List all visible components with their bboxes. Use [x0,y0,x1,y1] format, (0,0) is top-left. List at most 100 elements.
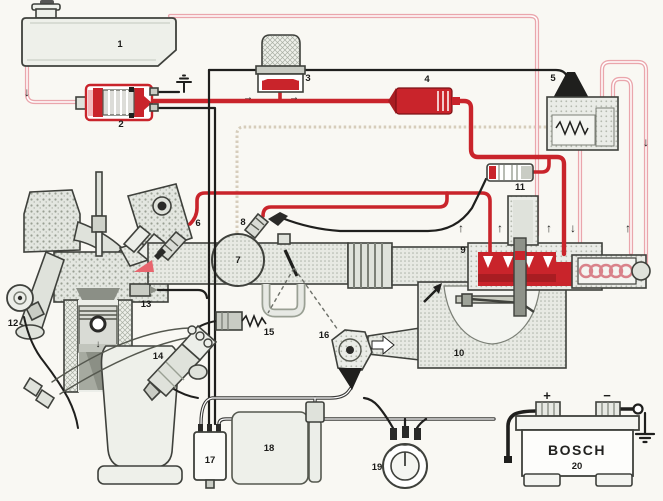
pump-cap-right [134,88,144,117]
fuel-supply-lines [151,88,567,257]
filler-neck [35,8,57,19]
label-17: 17 [205,455,216,466]
air-horn-duct [391,246,471,286]
cap-boot-1 [187,325,197,335]
battery-positive-sign: + [543,388,551,403]
ht-leads [51,327,199,395]
valve-end [521,166,532,179]
regulator-spring [555,120,589,136]
counterweight [461,293,473,307]
battery: BOSCH + − [515,388,640,487]
label-2: 2 [118,119,123,130]
up-arrow-icon: ↑ [458,221,464,235]
bellhousing-flange [97,465,183,485]
up-arrow-icon: ↑ [497,221,503,235]
pump-chamber [88,90,93,116]
relay-prong-1 [198,424,203,432]
switch-wires [362,396,428,430]
electrical-wiring [23,68,656,463]
spark-plug-insulator [95,171,103,217]
label-14: 14 [153,351,164,362]
label-1: 1 [117,39,123,50]
pump-terminal-1 [149,87,159,96]
ignition-starter-switch [382,426,428,489]
tank-inner-line [27,22,170,61]
airflow-arrow-head [433,283,442,294]
metering-valves [483,256,553,268]
label-12: 12 [8,318,19,329]
filter-element [437,91,449,111]
switch-center [346,346,354,354]
fuel-injector [134,230,188,272]
label-18: 18 [264,443,275,454]
valve-fuel [489,166,496,179]
valve-bands [250,217,265,231]
air-cleaner [23,189,81,253]
switch-contact [389,443,421,466]
filter-outlet [452,97,460,105]
fuel-spray [134,260,154,272]
label-9: 9 [460,245,465,256]
fuel-return-lines [24,13,649,271]
relay-pin [205,479,215,489]
throttle-plate [283,249,299,277]
main-supply-line [151,98,567,257]
label-20: 20 [572,461,583,472]
up-arrow-icon: ↑ [625,221,631,235]
down-arrow-icon: ↓ [96,339,101,350]
sensor-ring [13,291,27,305]
fuel-filter [388,87,460,115]
lambda-sensor [6,284,46,322]
regulator-cap [631,261,651,281]
battery-brand: BOSCH [548,442,606,458]
cylinder-wall-left [63,299,79,393]
cable-end [504,456,512,463]
label-16: 16 [319,330,330,341]
tank-body [21,17,177,67]
terminal-1 [390,428,397,440]
regulator-valve-block [595,107,615,147]
pump-armature [102,89,135,116]
cap-boot-3 [203,338,213,348]
accumulator-dome [261,34,301,69]
ecu-connector [305,401,325,423]
component-number-labels: 1 2 3 4 5 6 7 8 9 10 11 12 13 14 15 16 1… [8,39,583,473]
idle-bypass-pipe-core [263,284,304,316]
regulator-bore [577,257,637,285]
battery-negative-sign: − [603,388,611,403]
cold-start-valve-cable [280,177,488,233]
sensor-cone [150,286,158,294]
flow-arrows: ↓ → → ↑ ↑ ↑ ↓ ↑ ↓ ↓ [24,85,649,350]
temperature-sensor [129,283,158,297]
branch-to-valve-11 [529,155,551,174]
accumulator-flange [255,65,306,75]
pump-terminal-2 [149,103,159,112]
injector-supply-line [188,191,492,256]
idle-adjuster [191,311,267,333]
label-6: 6 [195,218,200,229]
relay-prong-2 [207,424,212,432]
throttle-switch [331,329,373,390]
label-5: 5 [550,73,556,84]
tower-inner [513,200,533,243]
brush-1 [129,87,134,92]
plug-boot-2 [34,388,56,410]
label-10: 10 [454,348,465,359]
label-8: 8 [240,217,245,228]
battery-ground-icon [634,411,656,444]
regulator-funnel [552,72,590,100]
battery-foot-left [523,473,561,487]
diaphragm [261,75,300,81]
temp-sensor-cable [156,288,209,300]
down-arrow-icon: ↓ [24,85,30,99]
right-arrow-icon: → [243,92,253,103]
spark-plug-hex [91,215,107,233]
fuel-accumulator [255,34,306,93]
switch-connector [338,368,362,390]
spark-plug-tip [95,231,103,257]
injector-nozzle [154,248,166,260]
plug-boot-1 [22,376,44,398]
vacuum-line [235,125,547,238]
ground-symbol-icon [176,74,192,93]
